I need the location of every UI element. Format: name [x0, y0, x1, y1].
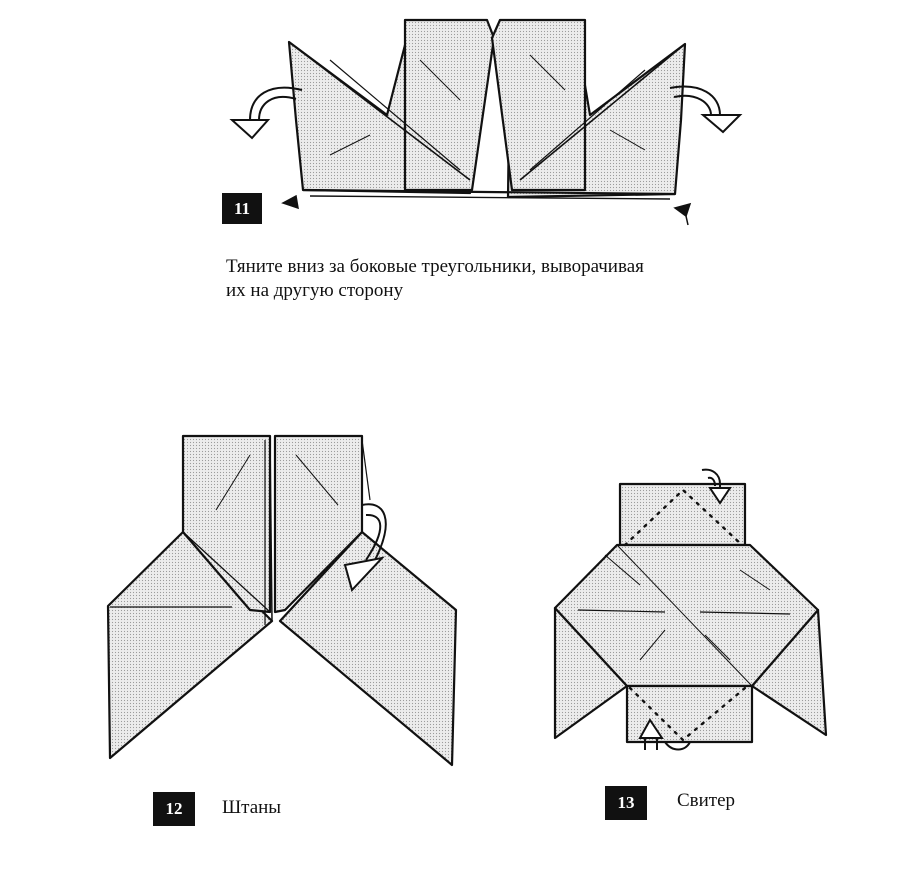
- step-13-caption: Свитер: [677, 790, 736, 811]
- step-12-badge: 12: [153, 792, 195, 826]
- step-11-center-right: [490, 18, 587, 192]
- step-13-up-arrow: [638, 718, 691, 751]
- step-13-dotted-folds: [623, 488, 747, 742]
- step-13-hem: [625, 684, 754, 744]
- step-11-caption-line-1: Тяните вниз за боковые треугольники, выв…: [226, 256, 644, 277]
- step-13-figure: [553, 482, 828, 744]
- step-11-caption-line-2: их на другую сторону: [226, 280, 404, 301]
- step-11-left-arrow: [229, 86, 303, 140]
- step-12-waist-left: [181, 434, 272, 614]
- step-11-badge: 11: [222, 193, 262, 224]
- step-12-figure: [106, 434, 458, 767]
- step-11-figure: [287, 18, 687, 200]
- step-12-fold-arrow: [343, 503, 387, 592]
- step-12-waist-right: [273, 434, 364, 614]
- step-13-badge: 13: [605, 786, 647, 820]
- step-12-caption: Штаны: [222, 797, 282, 818]
- step-11-right-arrow: [669, 85, 743, 134]
- step-11-caption: Тяните вниз за боковые треугольники, выв…: [226, 255, 644, 303]
- step-12-right-leg: [278, 530, 458, 767]
- step-11-pull-marks: [281, 194, 692, 226]
- step-13-down-arrow: [701, 468, 732, 505]
